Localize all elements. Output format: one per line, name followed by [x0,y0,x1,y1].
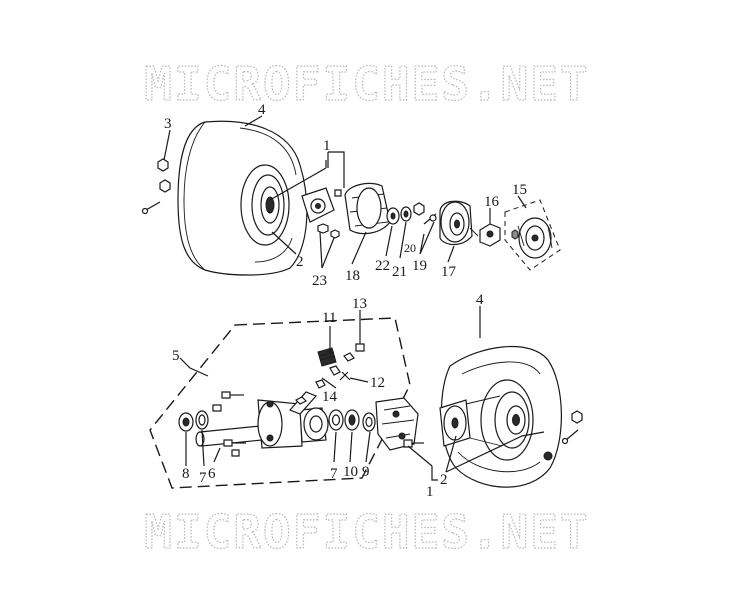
bottom-right-bearings [328,409,376,432]
callout-bottom-4: 4 [476,292,484,308]
top-lug-nuts [141,158,171,215]
callout-top-2: 2 [296,254,304,270]
callout-bottom-11: 11 [322,310,336,326]
top-brake-housing [344,182,391,235]
callout-top-17: 17 [441,264,457,280]
callout-top-16: 16 [484,194,500,210]
top-brake-drum [439,200,473,246]
bottom-bolt-2 [403,439,424,448]
callout-bottom-8: 8 [182,466,190,482]
callout-bottom-7b: 7 [330,466,338,482]
callout-top-19: 19 [412,258,427,274]
callout-top-15: 15 [512,182,527,198]
bottom-bracket [288,391,318,415]
callout-bottom-6: 6 [208,466,216,482]
callout-bottom-2: 2 [440,472,448,488]
top-brake-part-16 [469,223,501,247]
callout-top-3: 3 [164,116,172,132]
bottom-bolts-6 [212,391,246,457]
callout-bottom-10: 10 [343,464,358,480]
top-washers [386,206,412,225]
callout-top-18: 18 [345,268,360,284]
callout-bottom-13: 13 [352,296,367,312]
callout-top-4: 4 [258,102,266,118]
callout-bottom-9: 9 [362,464,370,480]
callout-bottom-12: 12 [370,375,385,391]
callout-bottom-5: 5 [172,348,180,364]
top-bolts-23 [317,189,342,239]
top-tire [177,120,308,276]
watermark-bottom: MICROFICHES.NET [144,505,589,559]
top-nut-pin [413,202,437,225]
top-wheel-assembly [141,115,561,276]
bottom-left-bearings [178,410,209,432]
bottom-lug-nut [561,410,583,445]
callout-top-23: 23 [312,273,327,289]
top-hub-plate [301,187,335,223]
bottom-right-wheel [439,345,562,488]
top-brake-panel-15 [504,199,561,271]
callout-top-20: 20 [404,241,416,255]
callout-bottom-1: 1 [426,484,434,500]
bottom-caliper-parts [315,340,365,389]
callout-top-21: 21 [392,264,407,280]
bottom-hub-carrier [257,399,329,449]
callout-top-1: 1 [323,138,331,154]
bottom-axle-assembly [149,306,583,489]
bottom-brake-caliper [375,397,419,451]
callout-bottom-7a: 7 [199,470,207,486]
watermark-top: MICROFICHES.NET [144,57,589,111]
callout-bottom-14: 14 [322,389,338,405]
callout-top-22: 22 [375,258,390,274]
